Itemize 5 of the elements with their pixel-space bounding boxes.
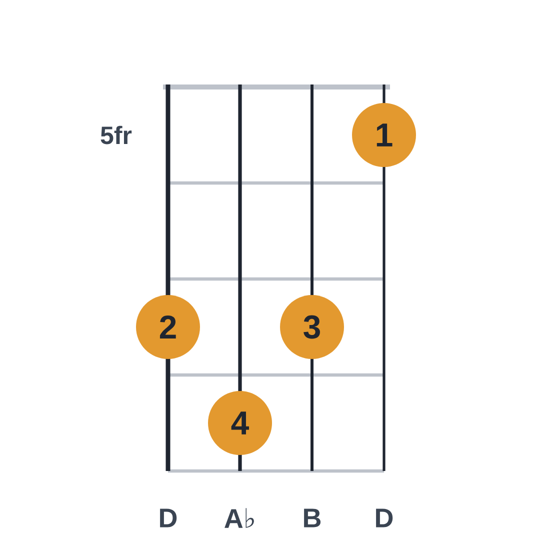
string-name: A♭ <box>224 508 254 528</box>
fret-label: 5fr <box>100 126 132 144</box>
string-name: D <box>376 508 393 528</box>
string-name: D <box>160 508 177 528</box>
string-name: B <box>304 508 321 528</box>
